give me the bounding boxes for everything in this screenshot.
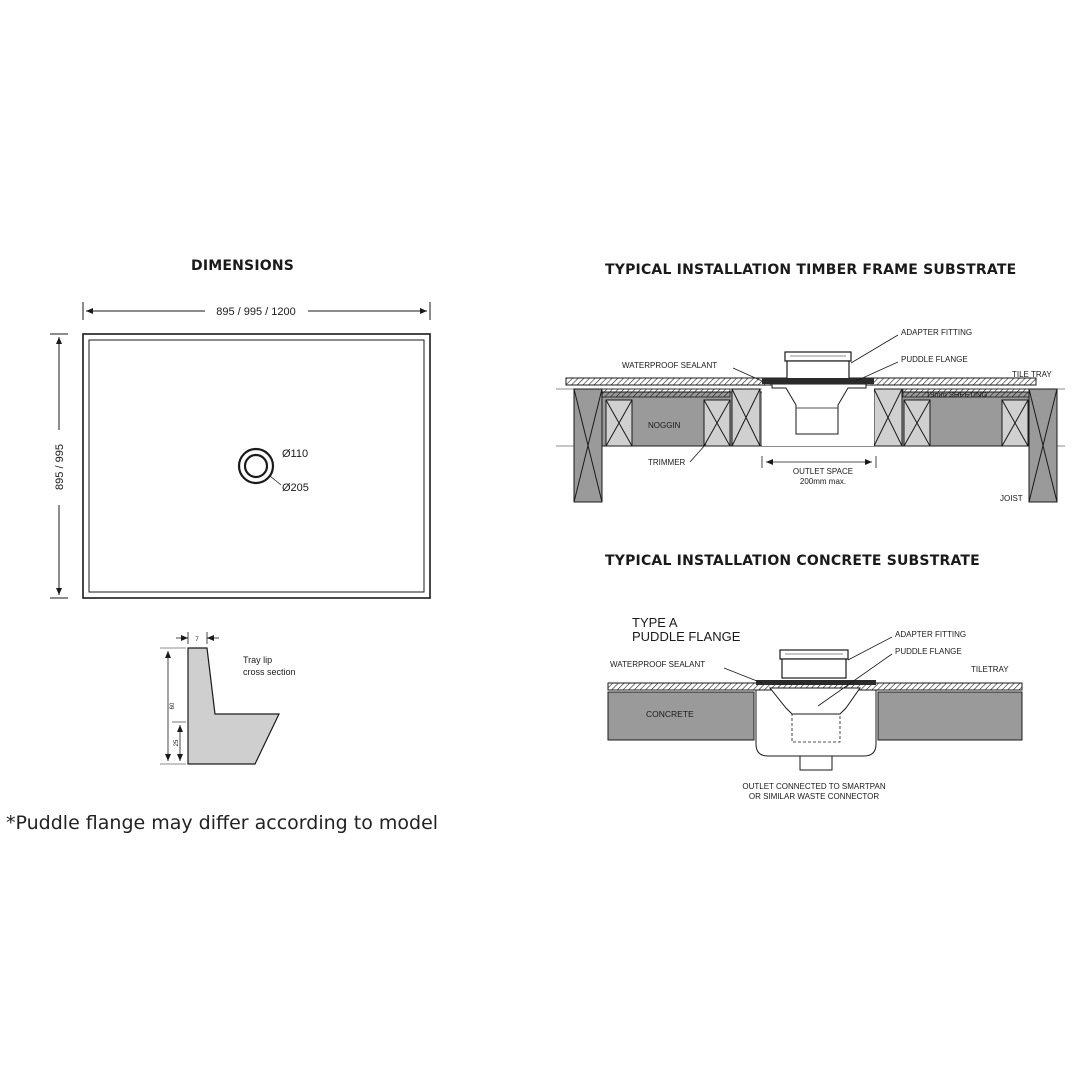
concrete-section <box>607 636 1023 771</box>
lip-caption-line2: cross section <box>243 667 296 677</box>
width-label: 895 / 995 / 1200 <box>216 306 296 318</box>
concrete-adapter-fitting-label: ADAPTER FITTING <box>895 630 966 639</box>
height-label: 895 / 995 <box>54 444 66 490</box>
concrete-tile-tray-label: TILETRAY <box>971 665 1009 674</box>
lip-top-width: 7 <box>195 637 199 643</box>
footnote: *Puddle flange may differ according to m… <box>6 812 439 834</box>
timber-joist-label: JOIST <box>1000 494 1023 503</box>
dimensions-heading: DIMENSIONS <box>191 258 295 274</box>
timber-puddle-flange-label: PUDDLE FLANGE <box>901 355 968 364</box>
lip-cross-section: 7 60 25 <box>160 632 280 765</box>
timber-trimmer-label: TRIMMER <box>648 458 686 467</box>
outer-diameter-label: Ø205 <box>282 482 309 494</box>
concrete-waterproof-sealant-label: WATERPROOF SEALANT <box>610 660 705 669</box>
timber-tile-tray-label: TILE TRAY <box>1012 370 1052 379</box>
timber-noggin-label: NOGGIN <box>648 421 681 430</box>
timber-outlet-space-line2: 200mm max. <box>800 477 846 486</box>
concrete-heading: TYPICAL INSTALLATION CONCRETE SUBSTRATE <box>605 553 980 569</box>
concrete-slab-right <box>877 691 1023 741</box>
timber-adapter-fitting-label: ADAPTER FITTING <box>901 328 972 337</box>
concrete-type-line2: PUDDLE FLANGE <box>632 629 741 644</box>
concrete-label: CONCRETE <box>646 709 694 719</box>
concrete-slab-left <box>607 691 755 741</box>
timber-waterproof-sealant-label: WATERPROOF SEALANT <box>622 361 717 370</box>
lip-lower-height: 25 <box>174 739 180 746</box>
outlet-outer-circle <box>237 447 275 485</box>
concrete-outlet-line1: OUTLET CONNECTED TO SMARTPAN <box>742 782 886 791</box>
timber-sheeting-label: 19mm SHEETING <box>926 390 987 399</box>
lip-caption-line1: Tray lip <box>243 655 272 665</box>
lip-total-height: 60 <box>170 702 176 709</box>
timber-heading: TYPICAL INSTALLATION TIMBER FRAME SUBSTR… <box>605 262 1017 278</box>
tray-plan-view <box>82 333 431 599</box>
outlet-inner-circle <box>243 453 269 479</box>
concrete-outlet-line2: OR SIMILAR WASTE CONNECTOR <box>749 792 879 801</box>
timber-outlet-space-line1: OUTLET SPACE <box>793 467 853 476</box>
height-dimension: 895 / 995 <box>50 333 68 599</box>
concrete-puddle-flange-label: PUDDLE FLANGE <box>895 647 962 656</box>
inner-diameter-label: Ø110 <box>282 448 308 460</box>
concrete-type-line1: TYPE A <box>632 615 678 630</box>
timber-section <box>556 334 1065 503</box>
width-dimension: 895 / 995 / 1200 <box>82 302 431 320</box>
